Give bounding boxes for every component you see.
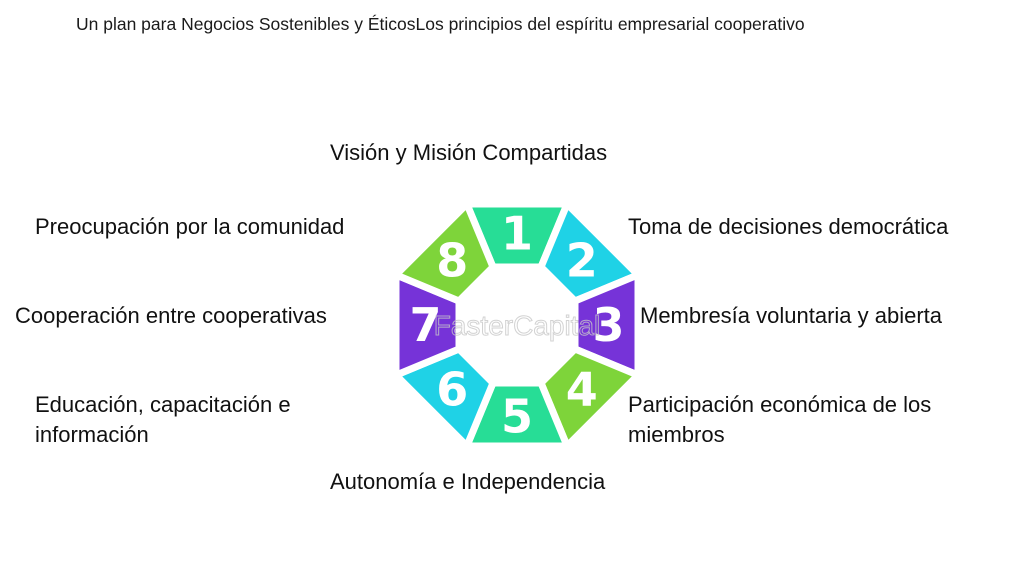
page-title: Un plan para Negocios Sostenibles y Étic… (76, 14, 805, 34)
segment-8 (392, 200, 497, 305)
segment-number-6: 6 (436, 363, 468, 417)
segment-number-4: 4 (566, 363, 598, 417)
principle-label-5: Autonomía e Independencia (330, 469, 606, 494)
principle-label-3: Membresía voluntaria y abierta (640, 303, 943, 328)
segment-number-7: 7 (409, 298, 441, 352)
segment-number-8: 8 (436, 233, 468, 287)
watermark: FasterCapital (434, 310, 601, 341)
segment-number-2: 2 (566, 233, 598, 287)
principle-label-2: Toma de decisiones democrática (628, 214, 949, 239)
principle-label-1: Visión y Misión Compartidas (330, 140, 608, 165)
principle-label-8: Preocupación por la comunidad (35, 214, 345, 239)
segment-number-3: 3 (592, 298, 624, 352)
principle-label-7: Cooperación entre cooperativas (15, 303, 327, 328)
segment-number-5: 5 (501, 390, 533, 444)
principle-label-4: Participación económica de los miembros (628, 392, 932, 447)
principle-label-6: Educación, capacitación e información (35, 392, 291, 447)
segment-number-1: 1 (501, 207, 533, 261)
